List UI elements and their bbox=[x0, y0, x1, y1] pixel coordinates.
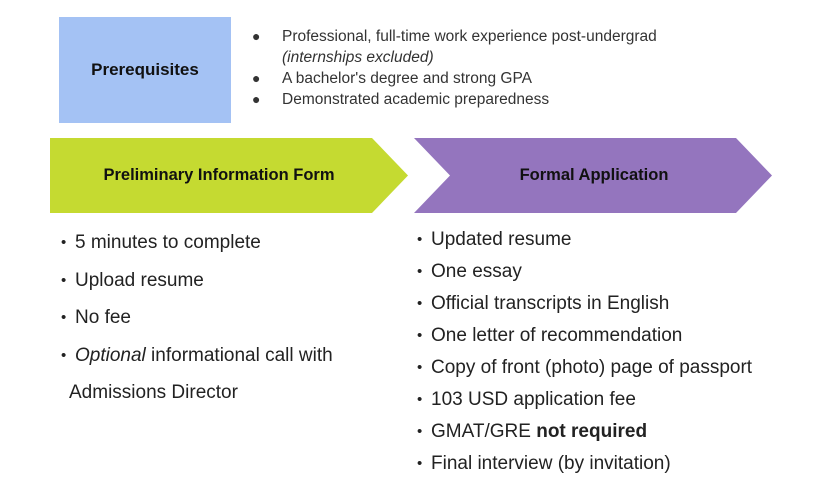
prerequisite-note: (internships excluded) bbox=[282, 49, 434, 66]
bullet-icon: • bbox=[61, 271, 67, 289]
preliminary-form-arrow: Preliminary Information Form bbox=[50, 138, 408, 213]
list-item: •Final interview (by invitation) bbox=[417, 448, 752, 480]
bullet-icon: • bbox=[417, 327, 423, 344]
list-item: •103 USD application fee bbox=[417, 384, 752, 416]
step-title: Preliminary Information Form bbox=[103, 166, 335, 184]
step-title: Formal Application bbox=[519, 166, 669, 184]
bullet-icon: ● bbox=[252, 28, 261, 44]
bullet-icon: • bbox=[417, 295, 423, 312]
bullet-icon: • bbox=[417, 391, 423, 408]
chevron-arrow-shape bbox=[50, 138, 408, 213]
prerequisites-list: ● Professional, full-time work experienc… bbox=[252, 26, 657, 110]
prerequisite-item: ● Demonstrated academic preparedness bbox=[252, 91, 550, 108]
bullet-icon: ● bbox=[252, 91, 261, 107]
list-item: •Updated resume bbox=[417, 224, 752, 256]
list-item: •One essay bbox=[417, 256, 752, 288]
bullet-icon: • bbox=[417, 231, 423, 248]
bullet-icon: • bbox=[61, 346, 67, 364]
prerequisite-item: ● Professional, full-time work experienc… bbox=[252, 28, 657, 66]
list-item: •No fee bbox=[61, 299, 333, 337]
chevron-arrow-shape bbox=[414, 138, 772, 213]
prerequisites-box: Prerequisites bbox=[59, 17, 231, 123]
list-item: •5 minutes to complete bbox=[61, 224, 333, 262]
bullet-icon: • bbox=[61, 234, 67, 251]
list-item: •Copy of front (photo) page of passport bbox=[417, 352, 752, 384]
prerequisite-item: ● A bachelor's degree and strong GPA bbox=[252, 70, 532, 87]
list-item: •Official transcripts in English bbox=[417, 288, 752, 320]
bullet-icon: • bbox=[417, 359, 423, 376]
bullet-icon: • bbox=[417, 455, 423, 472]
bullet-icon: • bbox=[417, 263, 423, 280]
bullet-icon: • bbox=[417, 423, 423, 440]
formal-application-list: •Updated resume •One essay •Official tra… bbox=[417, 224, 752, 480]
bullet-icon: • bbox=[61, 309, 67, 326]
bullet-icon: ● bbox=[252, 70, 261, 86]
list-item: •Upload resume bbox=[61, 262, 333, 300]
list-item: •One letter of recommendation bbox=[417, 320, 752, 352]
formal-application-arrow: Formal Application bbox=[414, 138, 772, 213]
prerequisites-title: Prerequisites bbox=[91, 60, 199, 79]
preliminary-form-list: •5 minutes to complete •Upload resume •N… bbox=[61, 224, 333, 412]
list-item: •GMAT/GRE not required bbox=[417, 416, 752, 448]
